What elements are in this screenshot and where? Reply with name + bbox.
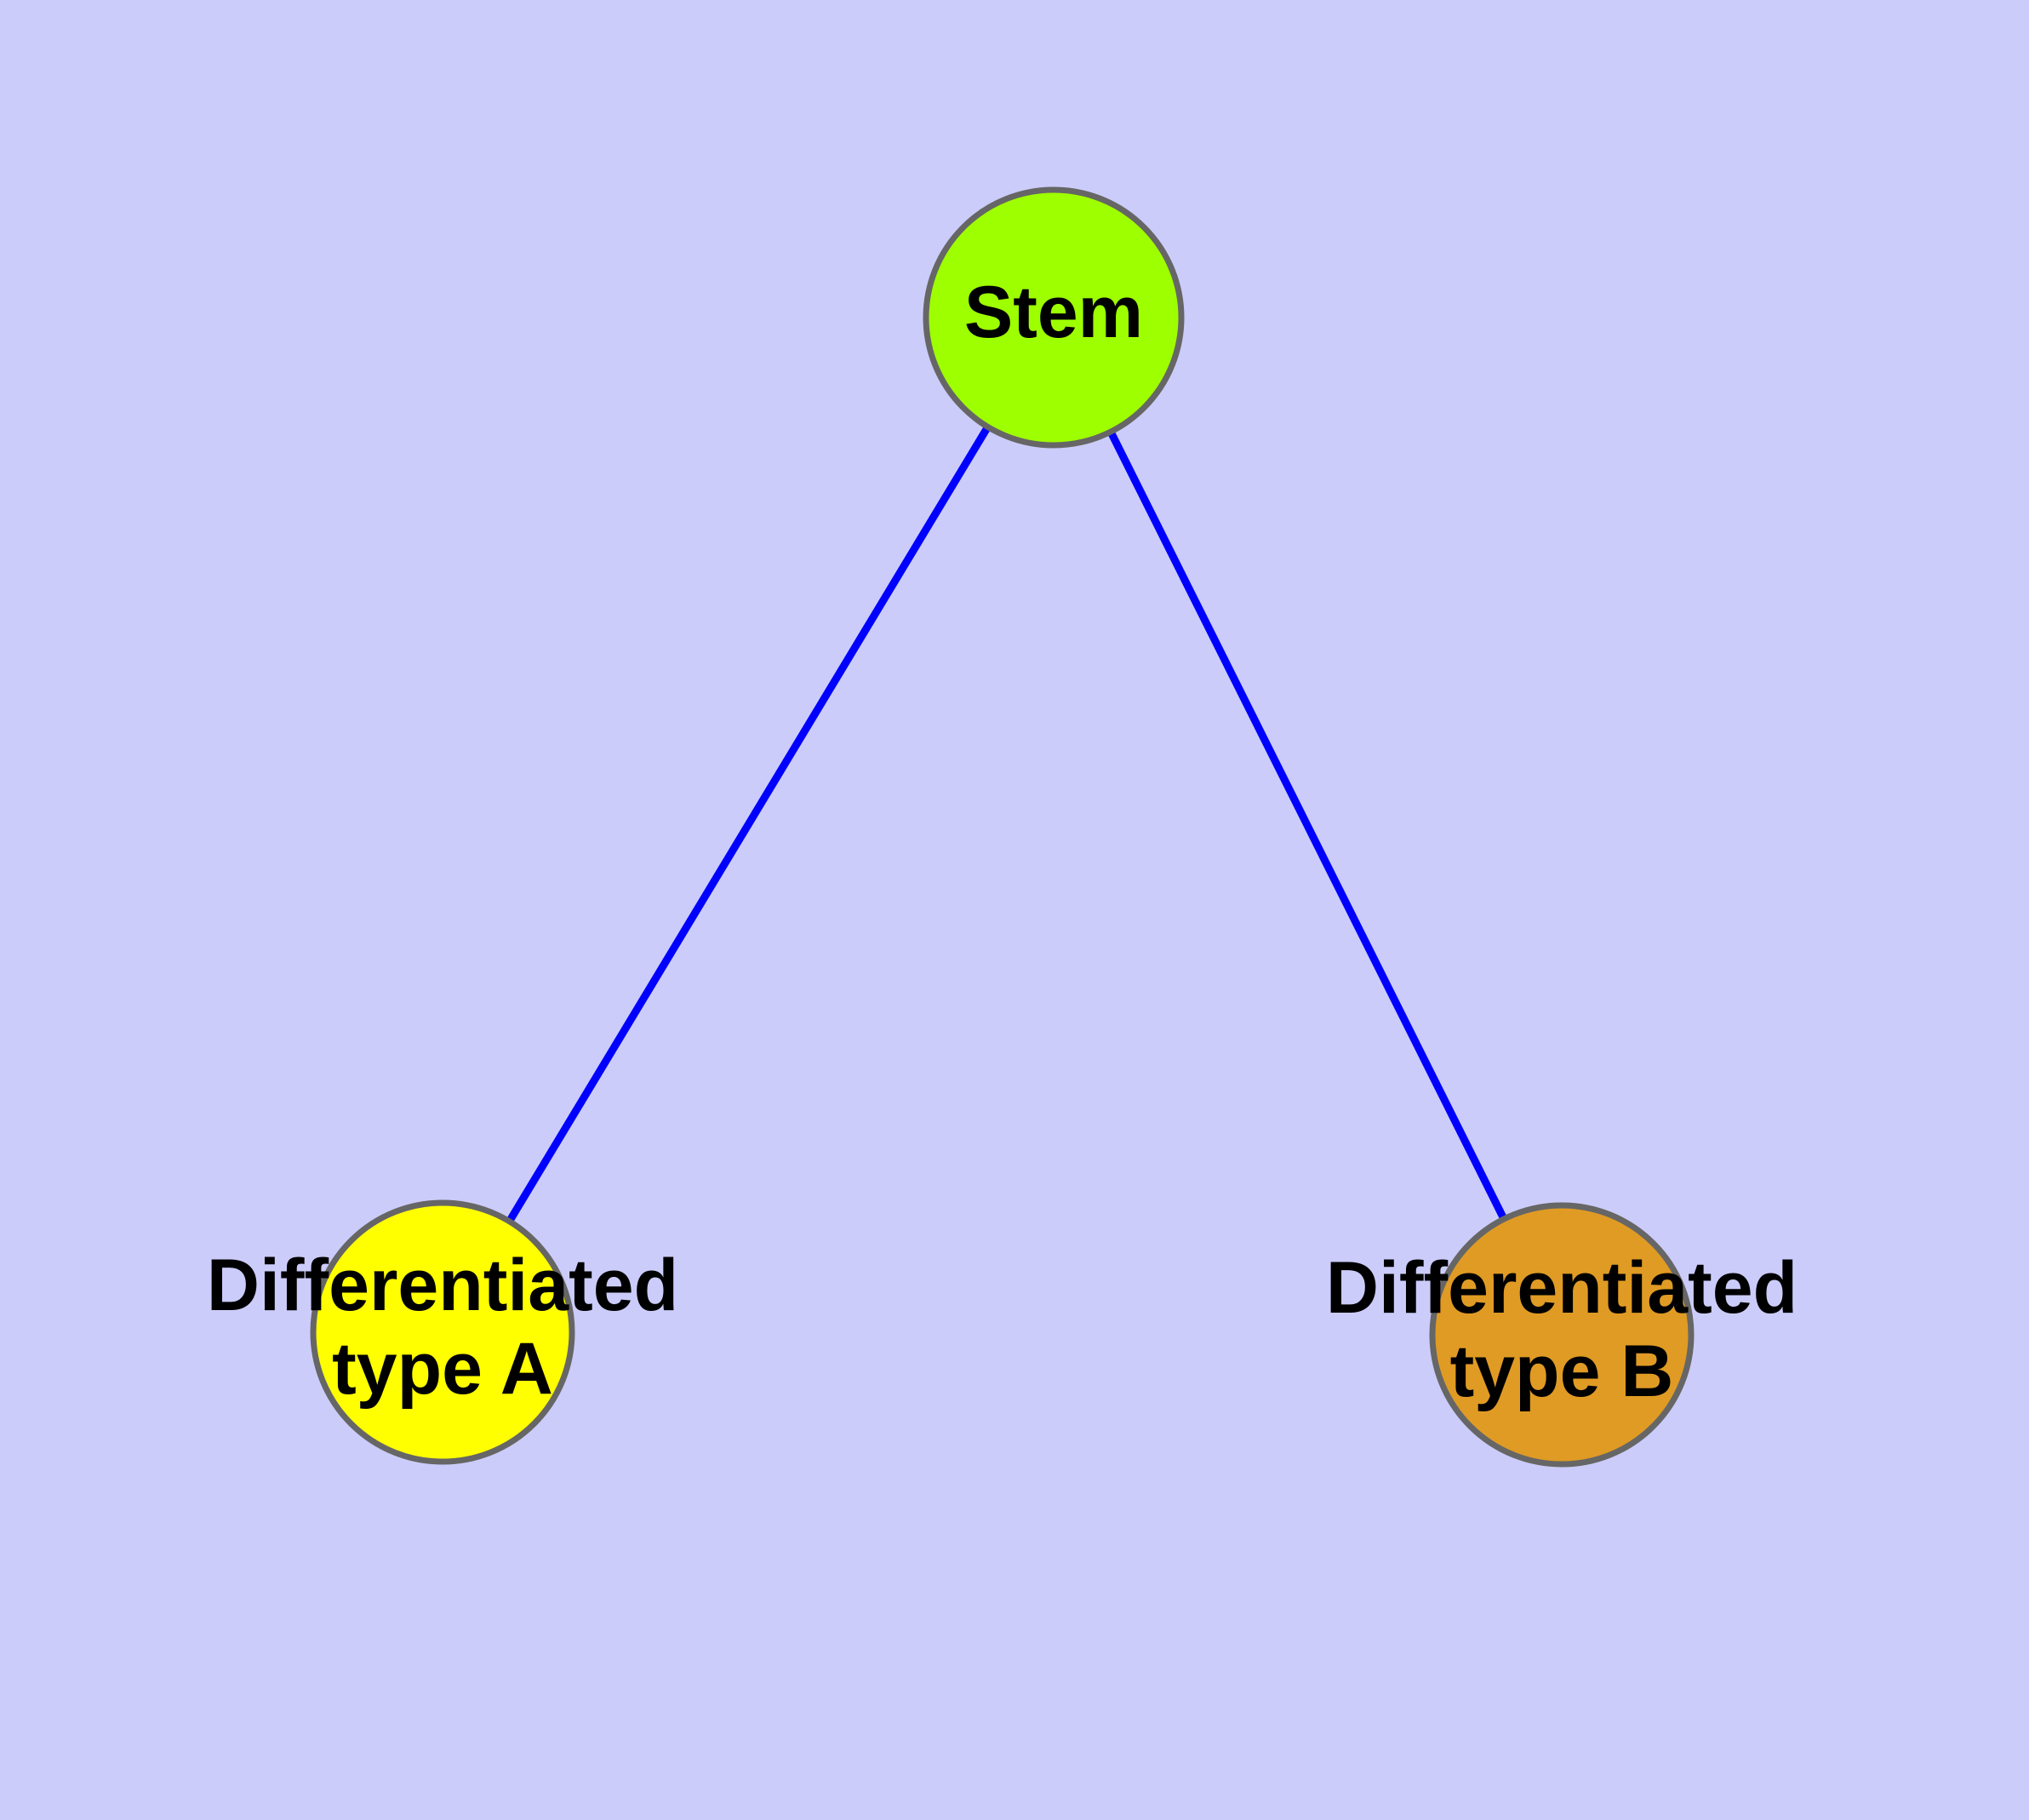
node-label-line: Differentiated: [1326, 1247, 1798, 1329]
edge-stem-diff-a[interactable]: [505, 423, 992, 1225]
nodes-layer: [310, 186, 1695, 1468]
node-label-line: Stem: [964, 272, 1143, 353]
node-label-stem: Stem: [964, 272, 1143, 353]
node-label-line: Differentiated: [207, 1245, 678, 1326]
edge-stem-diff-b[interactable]: [1106, 428, 1508, 1222]
node-diff-a[interactable]: [310, 1199, 575, 1465]
edges-layer: [505, 423, 1508, 1225]
node-label-line: type B: [1450, 1331, 1674, 1412]
node-stem[interactable]: [923, 186, 1185, 449]
node-diff-b[interactable]: [1429, 1202, 1695, 1468]
node-label-line: type A: [332, 1328, 553, 1410]
